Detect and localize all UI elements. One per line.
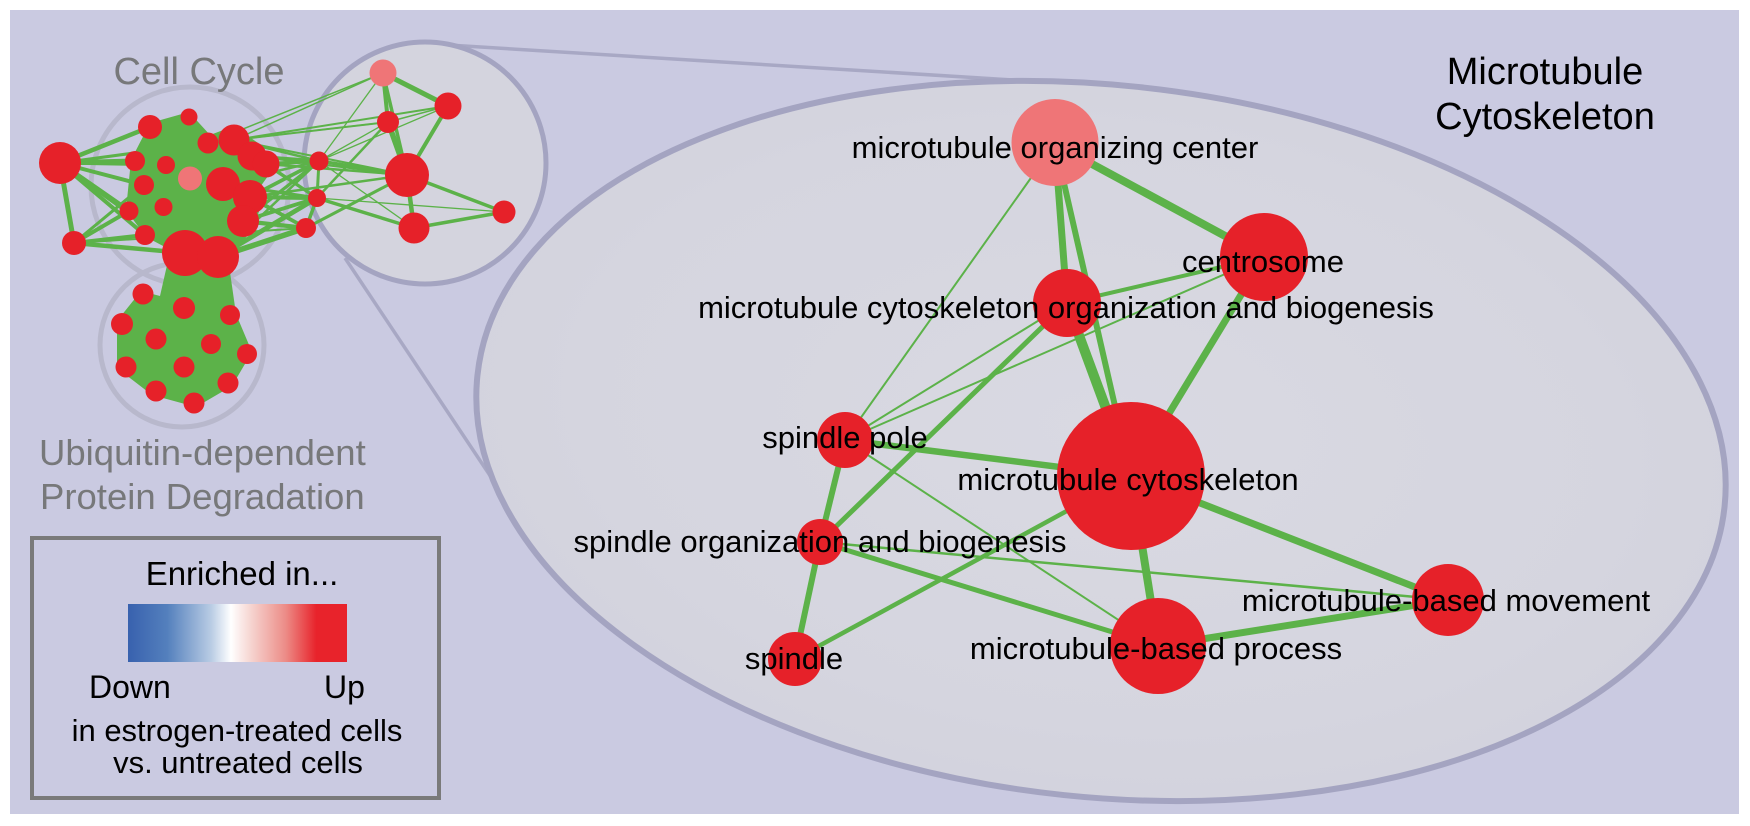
- svg-text:Down: Down: [89, 669, 171, 705]
- svg-text:Up: Up: [324, 669, 365, 705]
- svg-text:in estrogen-treated cells: in estrogen-treated cells: [72, 713, 403, 748]
- svg-text:Cytoskeleton: Cytoskeleton: [1435, 96, 1655, 138]
- svg-text:Cell Cycle: Cell Cycle: [113, 51, 284, 93]
- svg-text:Microtubule: Microtubule: [1447, 51, 1643, 93]
- svg-text:Protein Degradation: Protein Degradation: [40, 476, 365, 517]
- svg-text:microtubule-based process: microtubule-based process: [970, 631, 1342, 666]
- svg-text:Enriched in...: Enriched in...: [146, 555, 339, 592]
- svg-text:microtubule organizing center: microtubule organizing center: [852, 130, 1259, 165]
- svg-text:centrosome: centrosome: [1182, 244, 1344, 279]
- svg-text:microtubule-based movement: microtubule-based movement: [1242, 583, 1651, 618]
- svg-text:spindle pole: spindle pole: [762, 420, 927, 455]
- svg-text:spindle: spindle: [745, 641, 843, 676]
- svg-text:vs. untreated cells: vs. untreated cells: [113, 745, 363, 780]
- svg-text:microtubule cytoskeleton organ: microtubule cytoskeleton organization an…: [698, 290, 1434, 325]
- svg-text:spindle organization and bioge: spindle organization and biogenesis: [574, 524, 1067, 559]
- svg-text:microtubule cytoskeleton: microtubule cytoskeleton: [957, 462, 1298, 497]
- svg-text:Ubiquitin-dependent: Ubiquitin-dependent: [39, 432, 366, 473]
